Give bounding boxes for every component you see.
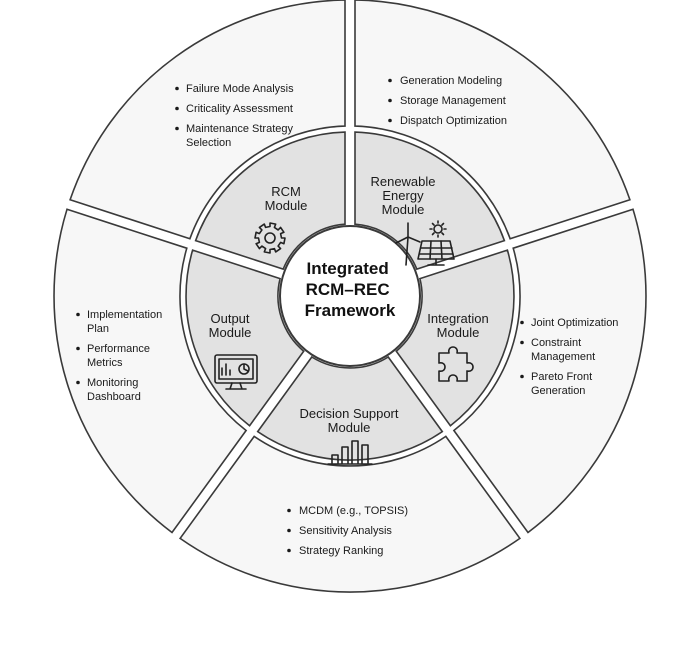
bullet-dot bbox=[388, 98, 392, 103]
bullet-item: Failure Mode Analysis bbox=[186, 83, 294, 95]
bullet-line: Strategy Ranking bbox=[299, 545, 383, 557]
module-label-line: Module bbox=[382, 202, 425, 217]
module-label-line: RCM bbox=[271, 184, 301, 199]
module-label-line: Module bbox=[328, 420, 371, 435]
bullet-item: Criticality Assessment bbox=[186, 103, 293, 115]
hub-title: Integrated RCM–REC Framework bbox=[305, 259, 396, 320]
bullet-dot bbox=[175, 106, 179, 111]
bullet-line: MCDM (e.g., TOPSIS) bbox=[299, 505, 408, 517]
bullet-dot bbox=[520, 340, 524, 345]
decision-bullet-list: MCDM (e.g., TOPSIS) Sensitivity AnalysisS… bbox=[287, 505, 408, 557]
bullet-line: Sensitivity Analysis bbox=[299, 525, 392, 537]
bullet-line: Storage Management bbox=[400, 95, 506, 107]
bullet-item: Sensitivity Analysis bbox=[299, 525, 392, 537]
outer-segment-decision bbox=[178, 435, 522, 593]
bullet-line: Selection bbox=[186, 137, 231, 149]
bullet-dot bbox=[287, 528, 291, 533]
module-label-line: Renewable bbox=[370, 174, 435, 189]
bullet-dot bbox=[76, 380, 80, 385]
hub-title-line: Framework bbox=[305, 301, 396, 320]
bullet-line: Maintenance Strategy bbox=[186, 123, 294, 135]
puzzle-icon bbox=[438, 346, 474, 382]
bullet-dot bbox=[520, 320, 524, 325]
bullet-dot bbox=[287, 508, 291, 513]
module-segment-rcm bbox=[194, 131, 346, 271]
bullet-line: Dashboard bbox=[87, 391, 141, 403]
module-label-line: Module bbox=[437, 325, 480, 340]
bullet-line: Management bbox=[531, 351, 595, 363]
bullet-line: Dispatch Optimization bbox=[400, 115, 507, 127]
module-segment-decision bbox=[256, 355, 444, 461]
bullet-line: Monitoring bbox=[87, 377, 138, 389]
bullet-item: Generation Modeling bbox=[400, 75, 502, 87]
bullet-dot bbox=[76, 346, 80, 351]
module-segment-integration bbox=[395, 249, 515, 427]
module-label-line: Energy bbox=[382, 188, 424, 203]
outer-segment-output bbox=[53, 208, 248, 534]
bullet-dot bbox=[76, 312, 80, 317]
bullet-item: Joint Optimization bbox=[531, 317, 618, 329]
bullet-line: Metrics bbox=[87, 357, 123, 369]
monitor-dashboard-icon bbox=[214, 354, 258, 390]
bullet-item: Dispatch Optimization bbox=[400, 115, 507, 127]
bullet-dot bbox=[388, 118, 392, 123]
hub-title-line: Integrated bbox=[307, 259, 389, 278]
bullet-item: Storage Management bbox=[400, 95, 506, 107]
module-label-line: Decision Support bbox=[300, 406, 399, 421]
bullet-dot bbox=[175, 86, 179, 91]
framework-hub bbox=[279, 225, 421, 367]
outer-segment-rcm bbox=[69, 0, 346, 240]
bullet-line: Pareto Front bbox=[531, 371, 592, 383]
bullet-line: Failure Mode Analysis bbox=[186, 83, 294, 95]
outer-segment-integration bbox=[452, 208, 647, 534]
bullet-line: Joint Optimization bbox=[531, 317, 618, 329]
outer-segment-renewable bbox=[354, 0, 631, 240]
module-label-line: Output bbox=[210, 311, 249, 326]
bullet-dot bbox=[287, 548, 291, 553]
module-segment-renewable bbox=[354, 131, 506, 271]
bullet-line: Generation Modeling bbox=[400, 75, 502, 87]
hub-title-line: RCM–REC bbox=[306, 280, 390, 299]
bullet-line: Performance bbox=[87, 343, 150, 355]
bar-chart-icon bbox=[327, 440, 373, 465]
gear-icon bbox=[254, 222, 286, 254]
wind-solar-icon bbox=[395, 220, 455, 266]
module-label-line: Integration bbox=[427, 311, 488, 326]
bullet-line: Implementation bbox=[87, 309, 162, 321]
bullet-line: Generation bbox=[531, 385, 585, 397]
bullet-line: Plan bbox=[87, 323, 109, 335]
bullet-dot bbox=[520, 374, 524, 379]
bullet-dot bbox=[388, 78, 392, 83]
bullet-line: Constraint bbox=[531, 337, 581, 349]
bullet-line: Criticality Assessment bbox=[186, 103, 293, 115]
module-label-line: Module bbox=[209, 325, 252, 340]
module-label-line: Module bbox=[265, 198, 308, 213]
bullet-item: Strategy Ranking bbox=[299, 545, 383, 557]
bullet-dot bbox=[175, 126, 179, 131]
bullet-item: MCDM (e.g., TOPSIS) bbox=[299, 505, 408, 517]
